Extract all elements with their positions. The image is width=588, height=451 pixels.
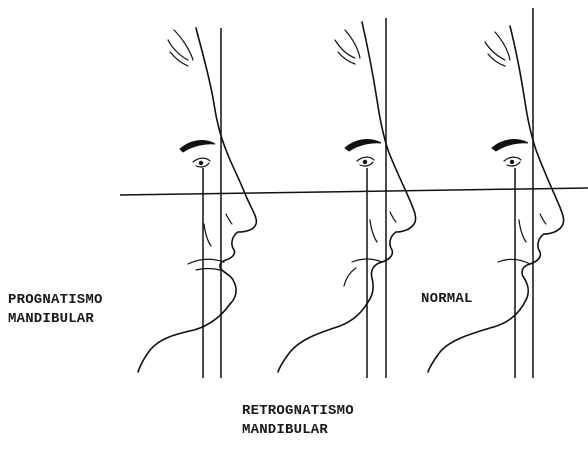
jaw-neck-outline bbox=[138, 304, 230, 372]
horizontal-reference-line bbox=[120, 188, 588, 195]
hair-strand bbox=[485, 42, 505, 60]
eyebrow bbox=[180, 141, 215, 152]
hair-strand bbox=[335, 40, 355, 58]
label-line: PROGNATISMO bbox=[8, 291, 103, 310]
eye-pupil bbox=[363, 160, 367, 164]
eyebrow bbox=[492, 140, 528, 151]
chin-fold bbox=[344, 268, 356, 286]
label-line: MANDIBULAR bbox=[8, 310, 103, 329]
eyebrow bbox=[345, 140, 381, 151]
nasolabial-fold bbox=[519, 220, 526, 242]
nasolabial-fold bbox=[204, 224, 211, 246]
lower-lip-line bbox=[196, 269, 220, 271]
nostril bbox=[390, 212, 396, 222]
eye-pupil bbox=[199, 161, 203, 165]
forehead-nose-outline bbox=[196, 28, 256, 232]
eye-pupil bbox=[510, 160, 514, 164]
jaw-neck-outline bbox=[278, 302, 368, 372]
lips-chin-outline bbox=[220, 232, 238, 304]
label-normal: NORMAL bbox=[421, 290, 473, 309]
forehead-nose-outline bbox=[510, 26, 564, 234]
hair-strand bbox=[488, 54, 505, 66]
label-line: RETROGNATISMO bbox=[242, 402, 354, 421]
profile-prognatismo bbox=[138, 28, 256, 378]
nostril bbox=[226, 214, 232, 224]
label-prognatismo-mandibular: PROGNATISMO MANDIBULAR bbox=[8, 291, 103, 329]
jaw-neck-outline bbox=[428, 300, 526, 372]
label-retrognatismo-mandibular: RETROGNATISMO MANDIBULAR bbox=[242, 402, 354, 440]
profile-normal bbox=[428, 8, 564, 378]
lips-chin-outline bbox=[368, 232, 396, 302]
mouth-line bbox=[188, 259, 224, 264]
nostril bbox=[540, 214, 546, 224]
label-line: MANDIBULAR bbox=[242, 421, 354, 440]
label-line: NORMAL bbox=[421, 290, 473, 309]
profile-retrognatismo bbox=[278, 18, 416, 378]
hair-strand bbox=[174, 30, 193, 60]
mouth-line bbox=[498, 259, 530, 264]
forehead-nose-outline bbox=[362, 22, 416, 232]
nasolabial-fold bbox=[370, 220, 377, 242]
